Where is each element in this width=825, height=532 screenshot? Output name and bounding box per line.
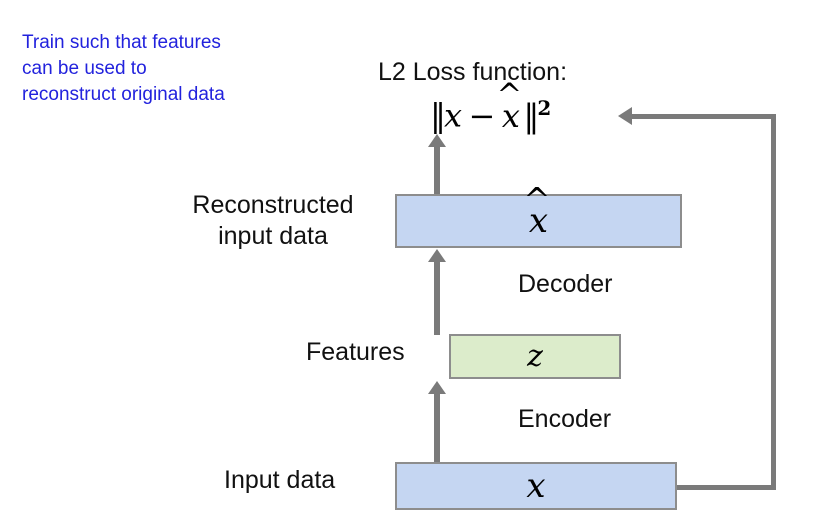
features-node-box: z [449, 334, 621, 379]
norm-bar-open: ‖ [430, 96, 446, 135]
input-node-label: Input data [224, 466, 336, 494]
feedback-path-horizontal-bottom [676, 485, 776, 490]
reconstructed-node-symbol: x^ [523, 180, 551, 241]
decoder-edge-label: Decoder [518, 270, 613, 298]
features-node-label: Features [306, 338, 405, 366]
formula-var-x: x [444, 96, 463, 135]
formula-var-x-hat-base: x [501, 96, 521, 135]
formula-minus: − [468, 96, 496, 135]
reconstructed-node-label: Reconstructed input data [192, 191, 354, 250]
norm-bar-close: ‖ [523, 96, 539, 135]
loss-formula: ‖x−x^‖2 [430, 78, 552, 135]
arrow-recon-to-loss-head-icon [428, 134, 446, 147]
features-node-symbol: z [527, 338, 543, 374]
feedback-arrowhead-icon [618, 107, 632, 125]
feedback-path-vertical [771, 114, 776, 487]
input-node-box: x [395, 462, 677, 510]
formula-exponent: 2 [537, 96, 552, 120]
input-node-symbol: x [526, 466, 546, 506]
arrow-encoder-head-icon [428, 381, 446, 394]
reconstructed-node-box: x^ [395, 180, 682, 248]
arrow-decoder-head-icon [428, 249, 446, 262]
feedback-path-horizontal-top [632, 114, 774, 119]
arrow-recon-to-loss-shaft [434, 146, 440, 198]
formula-hat-mark: ^ [496, 77, 523, 113]
loss-function-heading: L2 Loss function: [378, 58, 568, 86]
arrow-encoder-shaft [434, 393, 440, 465]
encoder-edge-label: Encoder [518, 405, 612, 433]
training-objective-note: Train such that features can be used to … [22, 32, 225, 105]
arrow-decoder-shaft [434, 260, 440, 335]
